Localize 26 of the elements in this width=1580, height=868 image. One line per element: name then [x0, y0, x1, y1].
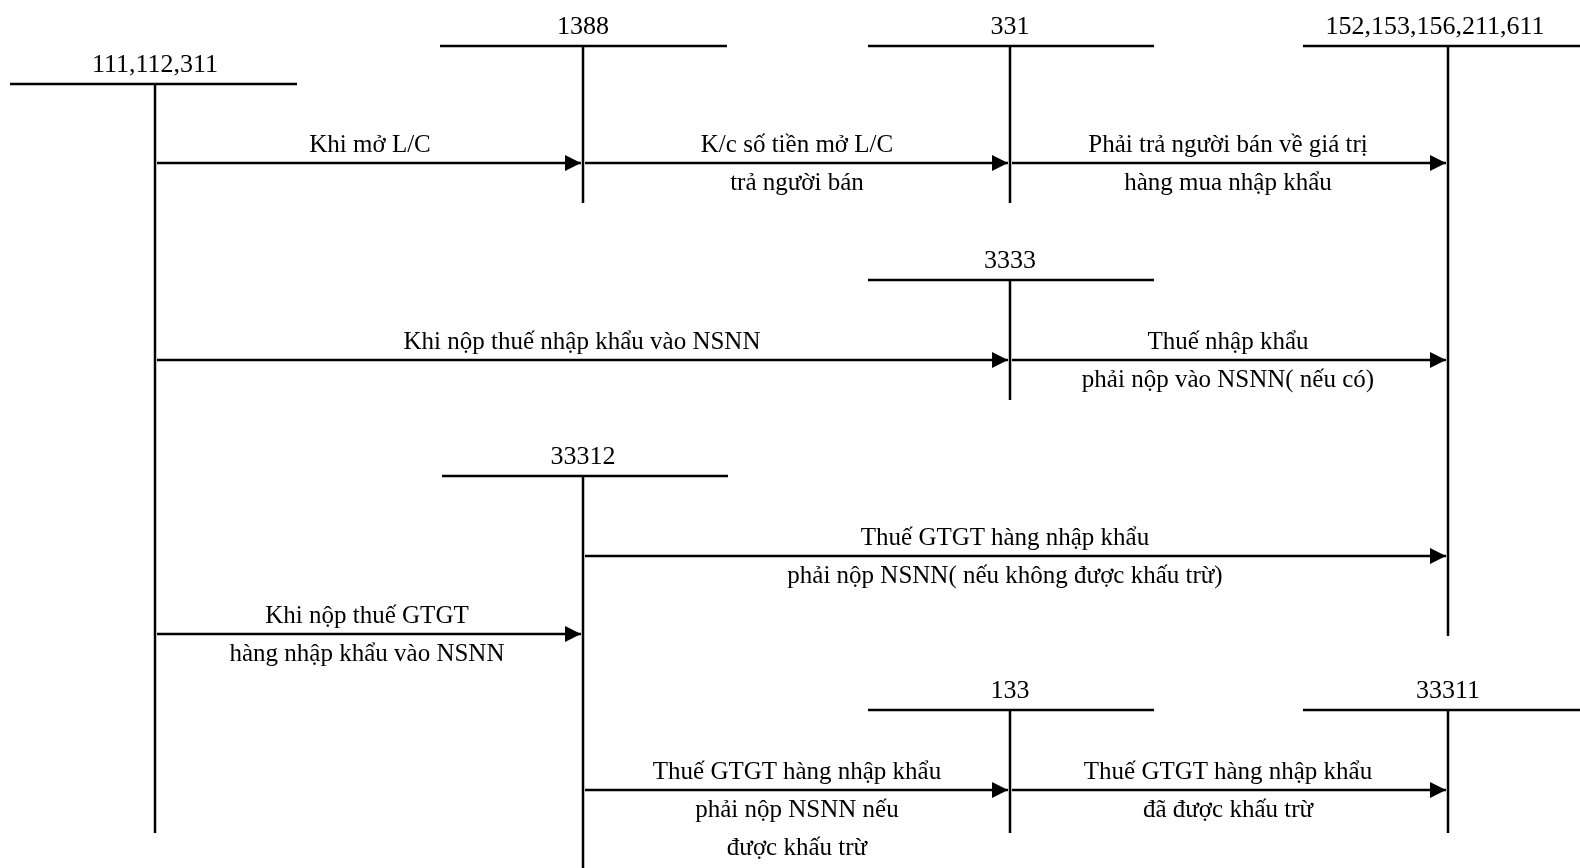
arrow	[157, 155, 581, 171]
account-number: 133	[989, 674, 1031, 706]
edge-label: Thuế nhập khẩu phải nộp vào NSNN( nếu có)	[1081, 326, 1375, 395]
account-number: 1388	[556, 10, 610, 42]
edge-label: K/c số tiền mở L/C trả người bán	[700, 129, 894, 197]
edge-label: Phải trả người bán về giá trị hàng mua nhập khẩu	[1088, 129, 1368, 197]
arrow	[157, 626, 581, 642]
arrow	[585, 782, 1008, 798]
edge-label: Thuế GTGT hàng nhập khẩu phải nộp NSNN nếu được khấu trừ	[652, 756, 942, 862]
edge-label: Khi nộp thuế GTGT hàng nhập khẩu vào NSNN	[229, 600, 505, 668]
account-number: 33311	[1414, 674, 1481, 706]
arrow	[157, 352, 1008, 368]
account-number: 3333	[983, 244, 1037, 276]
arrow	[585, 155, 1008, 171]
arrow	[1012, 782, 1446, 798]
edge-label: Thuế GTGT hàng nhập khẩu đã được khấu trừ	[1083, 756, 1373, 824]
edge-label: Khi mở L/C	[309, 129, 431, 159]
arrow	[1012, 155, 1446, 171]
edge-label: Thuế GTGT hàng nhập khẩu phải nộp NSNN( nếu không được khấu trừ)	[787, 522, 1223, 591]
arrow	[1012, 352, 1446, 368]
edge-label: Khi nộp thuế nhập khẩu vào NSNN	[403, 326, 761, 356]
account-number: 152,153,156,211,611	[1324, 10, 1546, 42]
account-number: 331	[989, 10, 1031, 42]
account-number: 111,112,311	[90, 48, 220, 80]
arrow	[585, 548, 1446, 564]
account-number: 33312	[549, 440, 617, 472]
